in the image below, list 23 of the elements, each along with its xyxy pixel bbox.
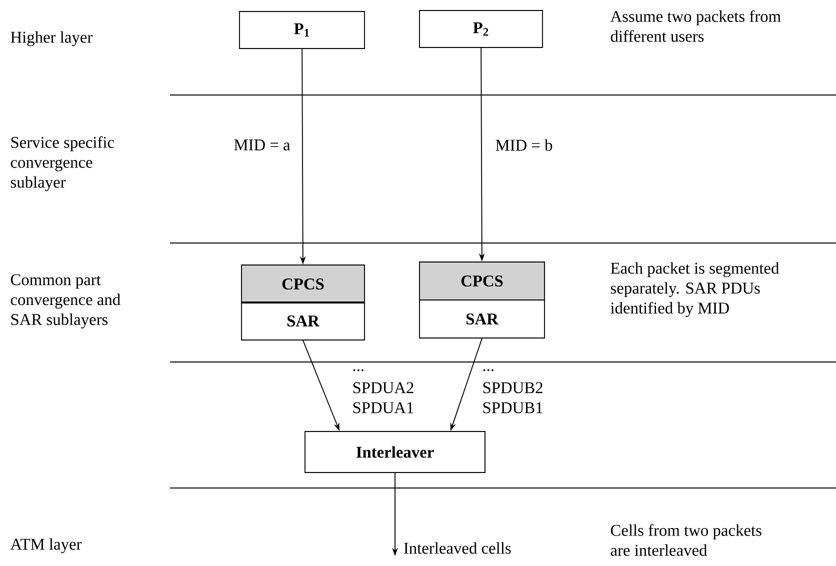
note-text: ATM layer xyxy=(10,538,82,554)
layer-box: CPCS xyxy=(419,262,545,300)
note-text: ... xyxy=(353,369,364,372)
layer-box: CPCS xyxy=(241,264,365,304)
note-text: SPDUB1 xyxy=(483,402,542,414)
edge-label: MID = b xyxy=(494,138,554,152)
note-text: Cells from two packets are interleaved xyxy=(610,524,762,556)
edge-label: Interleaved cells xyxy=(402,541,512,555)
note-text: Higher layer xyxy=(10,31,93,46)
layer-box: P$_{1}$ xyxy=(239,11,365,49)
note-text: ... xyxy=(483,369,494,372)
note-text: Service specific convergence sublayer xyxy=(10,136,114,192)
layer-box: SAR xyxy=(241,302,365,340)
note-text: SPDUB2 xyxy=(483,382,542,394)
note-text: Common part convergence and SAR sublayers xyxy=(10,274,120,328)
note-text: SPDUA1 xyxy=(353,402,414,414)
note-text: SPDUA2 xyxy=(353,382,414,394)
note-text: Each packet is segmented separately. SAR PDUs identified by MID xyxy=(610,262,780,317)
edge-label: MID = a xyxy=(232,138,292,152)
note-text: Assume two packets from different users xyxy=(610,10,781,42)
layer-box: SAR xyxy=(419,300,545,338)
layer-box: P$_{2}$ xyxy=(419,10,543,48)
layer-box: Interleaver xyxy=(304,431,486,473)
